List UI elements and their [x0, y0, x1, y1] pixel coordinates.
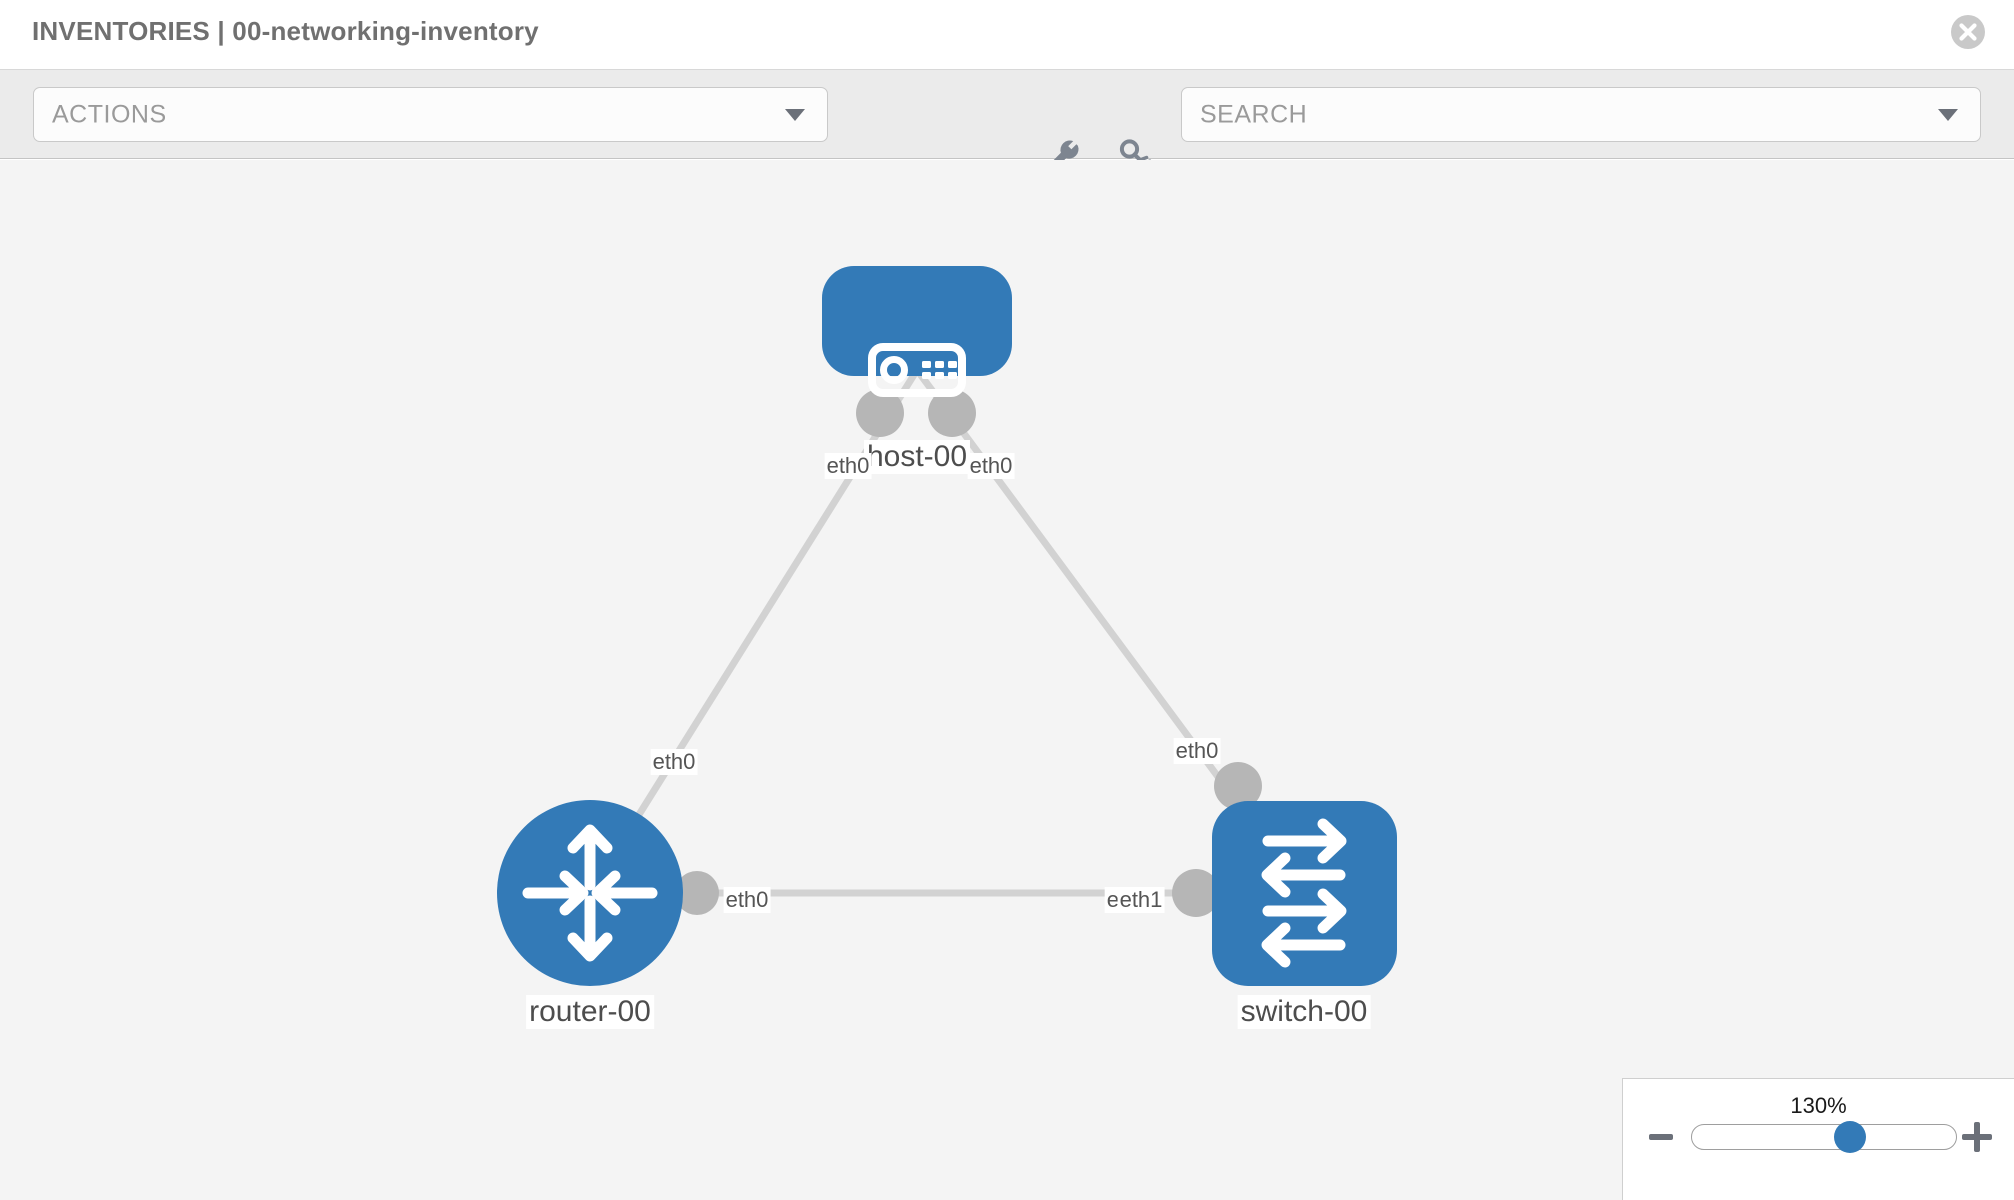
- topology-graph: [497, 266, 1397, 986]
- close-icon[interactable]: [1950, 14, 1986, 50]
- node-host-00-shape: [822, 266, 1012, 376]
- topology-canvas[interactable]: host-00 router-00 switch-00 eth0 eth0 et…: [0, 160, 2014, 1200]
- server-icon: [868, 343, 966, 397]
- switch-arrows-icon: [1261, 818, 1347, 968]
- page-title: INVENTORIES | 00-networking-inventory: [32, 16, 539, 46]
- toolbar: ACTIONS SEARCH: [0, 70, 2014, 169]
- node-label-host-00[interactable]: host-00: [863, 440, 971, 474]
- edge-label-eth1-switch-left: eth1: [1117, 887, 1165, 913]
- node-host-00: [822, 266, 1012, 397]
- zoom-in-button[interactable]: [1962, 1122, 1992, 1152]
- connector-dot-switch00-left: [1172, 869, 1220, 917]
- connector-dot-router00-right: [675, 871, 719, 915]
- zoom-slider-track[interactable]: [1691, 1121, 1957, 1153]
- chevron-down-icon: [1938, 108, 1958, 121]
- node-label-router-00[interactable]: router-00: [526, 995, 654, 1029]
- router-arrows-icon: [522, 824, 658, 962]
- edge-label-eth0-host-left: eth0: [824, 453, 872, 479]
- node-router-00: [497, 800, 683, 986]
- edge-label-eth0-switch-up: eth0: [1173, 738, 1221, 764]
- connector-dot-host00-left: [856, 389, 904, 437]
- actions-dropdown[interactable]: ACTIONS: [33, 87, 828, 142]
- actions-dropdown-label: ACTIONS: [52, 100, 167, 128]
- zoom-out-button[interactable]: [1649, 1134, 1673, 1140]
- search-input[interactable]: SEARCH: [1181, 87, 1981, 142]
- zoom-slider-thumb[interactable]: [1834, 1121, 1867, 1153]
- node-router-00-shape: [497, 800, 683, 986]
- connector-dot-host00-right: [928, 389, 976, 437]
- zoom-control-panel: 130%: [1622, 1078, 2014, 1200]
- window-header: INVENTORIES | 00-networking-inventory: [0, 0, 2014, 70]
- node-switch-00-shape: [1212, 801, 1397, 986]
- node-switch-00: [1212, 801, 1397, 986]
- edge-label-eth0-router-right: eth0: [723, 887, 771, 913]
- node-label-switch-00[interactable]: switch-00: [1237, 995, 1371, 1029]
- edge-label-eth0-host-right: eth0: [967, 453, 1015, 479]
- close-circle-glyph: [1951, 15, 1985, 49]
- connector-dot-switch00-top: [1214, 762, 1262, 810]
- chevron-down-icon: [785, 108, 805, 121]
- connector-dots-layer: [675, 389, 1262, 917]
- search-placeholder: SEARCH: [1200, 100, 1308, 128]
- edge-label-eth0-router-up: eth0: [650, 749, 698, 775]
- zoom-level-value: 130%: [1790, 1093, 1847, 1118]
